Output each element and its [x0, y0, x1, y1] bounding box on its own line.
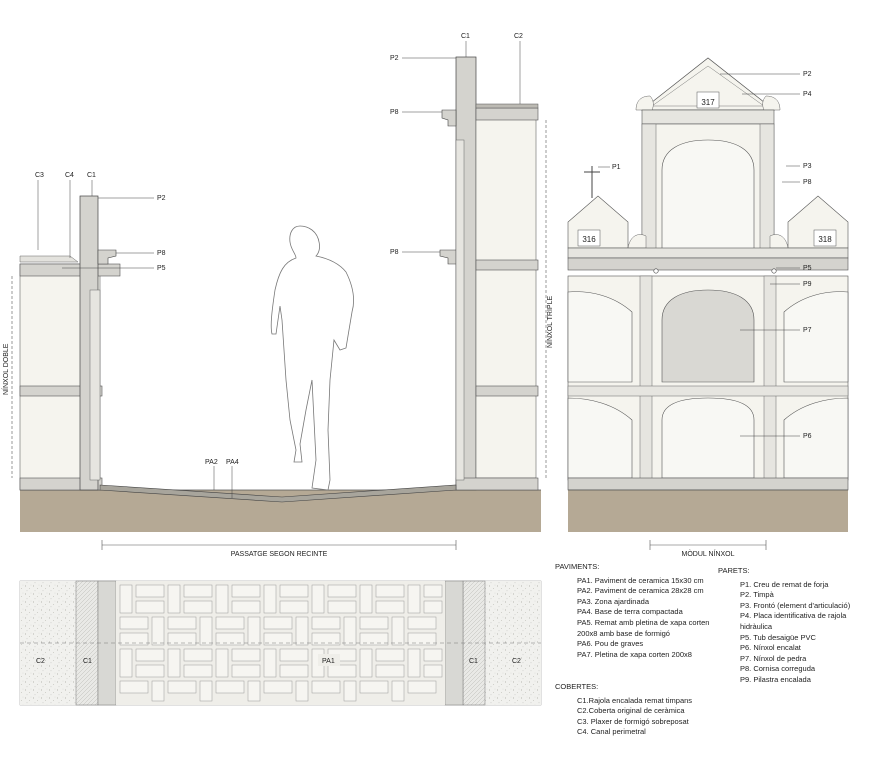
- human-figure: [270, 225, 354, 491]
- legend-cobertes-title: COBERTES:: [555, 682, 599, 691]
- section-right-callout-p2: P2: [390, 55, 399, 62]
- path-pavement: [99, 484, 457, 503]
- section-left-callout-p2: P2: [157, 195, 166, 202]
- plan-label-c1-right: C1: [469, 658, 478, 665]
- legend-cobertes: COBERTES: C1.Rajola encalada remat timpa…: [555, 682, 735, 738]
- niche-plaque-316: 316: [577, 229, 601, 247]
- legend-item: C1.Rajola encalada remat timpans: [577, 695, 693, 705]
- elevation-dimension-label: MÒDUL NÍNXOL: [681, 549, 734, 558]
- right-niche-block: [439, 56, 539, 491]
- legend-item: PA2. Paviment de ceramica 28x28 cm: [577, 586, 704, 596]
- legend-item: P2. Timpà: [740, 590, 774, 600]
- legend-item: P4. Placa identificativa de rajola hidrà…: [740, 611, 847, 631]
- legend-parets-title: PARETS:: [718, 566, 750, 575]
- legend-parets: PARETS: P1. Creu de remat de forja P2. T…: [718, 566, 866, 686]
- legend-paviments-title: PAVIMENTS:: [555, 562, 600, 571]
- ground-soil: [20, 490, 541, 532]
- legend-item: C2.Coberta original de ceràmica: [577, 706, 685, 716]
- svg-text:318: 318: [818, 235, 832, 244]
- legend-item: PA3. Zona ajardinada: [577, 596, 649, 606]
- plan-label-c1-left: C1: [83, 658, 92, 665]
- plan-label-c2-left: C2: [36, 658, 45, 665]
- section-right-vertical-label: NÍNXOL TRIPLE: [545, 296, 554, 348]
- elevation-callout-p1: P1: [612, 164, 621, 171]
- cross-section: C3 C4 C1 P2 P8 P5 NÍNXOL DOBLE C1 C2 P2 …: [1, 33, 554, 558]
- path-label-pa4: PA4: [226, 459, 239, 466]
- floor-plan: C2 C1 PA1 C1 C2: [19, 580, 542, 706]
- section-dimension-label: PASSATGE SEGON RECINTE: [231, 551, 328, 558]
- svg-text:317: 317: [701, 98, 715, 107]
- section-left-roof-c4: C4: [65, 172, 74, 179]
- legend-item: PA4. Base de terra compactada: [577, 607, 683, 617]
- legend-item: P5. Tub desaigüe PVC: [740, 632, 816, 642]
- plan-label-pa1: PA1: [322, 658, 335, 665]
- elevation-callout-p3: P3: [803, 163, 812, 170]
- elevation-callout-p4: P4: [803, 91, 812, 98]
- section-left-vertical-label: NÍNXOL DOBLE: [1, 343, 10, 395]
- legend-item: P1. Creu de remat de forja: [740, 579, 829, 589]
- elevation-callout-p5: P5: [803, 265, 812, 272]
- legend-item: P6. Nínxol encalat: [740, 643, 801, 653]
- legend-item: PA1. Paviment de ceramica 15x30 cm: [577, 575, 704, 585]
- left-niche-block: [19, 195, 121, 491]
- drain-pipe-icon: [653, 268, 659, 274]
- elevation: 316 317 318 MÒDUL NÍ: [567, 57, 849, 558]
- legend-item: PA5. Remat amb pletina de xapa corten 20…: [577, 617, 710, 638]
- legend-item: P8. Cornisa correguda: [740, 664, 816, 674]
- svg-text:316: 316: [582, 235, 596, 244]
- elevation-callout-p9: P9: [803, 281, 812, 288]
- path-label-pa2: PA2: [205, 459, 218, 466]
- section-right-callout-p8-upper: P8: [390, 109, 399, 116]
- elevation-callout-p8: P8: [803, 179, 812, 186]
- niche-stone-center: [661, 289, 755, 383]
- section-right-roof-c2: C2: [514, 33, 523, 40]
- section-left-roof-c1: C1: [87, 172, 96, 179]
- legend-item: P7. Nínxol de pedra: [740, 653, 807, 663]
- section-left-callout-p5: P5: [157, 265, 166, 272]
- legend-item: P9. Pilastra encalada: [740, 674, 811, 684]
- legend-item: C3. Plaxer de formigó sobreposat: [577, 716, 689, 726]
- legend-paviments: PAVIMENTS: PA1. Paviment de ceramica 15x…: [555, 562, 735, 660]
- legend-item: C4. Canal perimetral: [577, 727, 646, 737]
- section-left-roof-c3: C3: [35, 172, 44, 179]
- legend-item: PA7. Pletina de xapa corten 200x8: [577, 649, 692, 659]
- section-right-callout-p8-lower: P8: [390, 249, 399, 256]
- forged-cross-icon: [584, 166, 600, 198]
- elevation-callout-p7: P7: [803, 327, 812, 334]
- elevation-callout-p6: P6: [803, 433, 812, 440]
- section-left-callout-p8: P8: [157, 250, 166, 257]
- plan-label-c2-right: C2: [512, 658, 521, 665]
- niche-plaque-317: 317: [696, 91, 720, 109]
- legend-item: P3. Frontó (element d'articulació): [740, 600, 851, 610]
- section-right-roof-c1: C1: [461, 33, 470, 40]
- elevation-callout-p2: P2: [803, 71, 812, 78]
- elevation-ground: [568, 490, 848, 532]
- niche-plaque-318: 318: [813, 229, 837, 247]
- legend-item: PA6. Pou de graves: [577, 639, 644, 649]
